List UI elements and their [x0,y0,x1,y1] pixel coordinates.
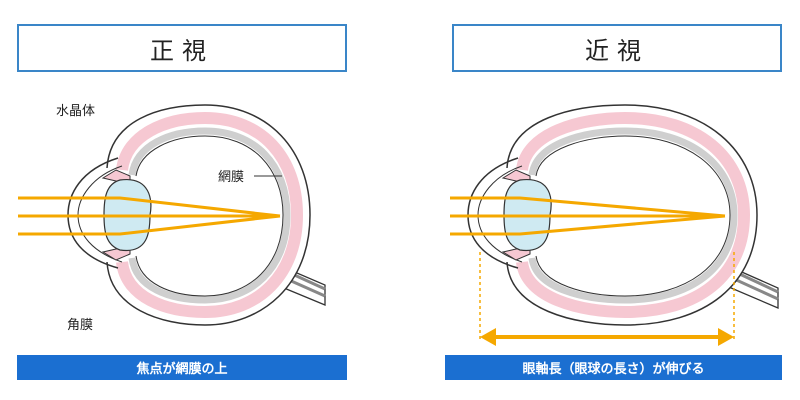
light-rays-left [18,196,281,236]
axial-arrowhead-left [480,328,496,346]
ray-bottom-right [450,214,726,236]
axial-arrowhead-right [718,328,734,346]
choroid-left [116,111,304,319]
ray-top-right [450,196,726,218]
caption-emmetropia: 焦点が網膜の上 [17,355,347,380]
title-myopia: 近視 [452,24,782,72]
title-myopia-text: 近視 [585,36,649,65]
title-emmetropia: 正視 [17,24,347,72]
caption-myopia-text: 眼軸長（眼球の長さ）が伸びる [522,362,705,377]
ray-bottom-left [18,214,281,236]
choroid-right [516,111,751,319]
caption-myopia: 眼軸長（眼球の長さ）が伸びる [445,355,782,380]
eye-myopia [450,104,779,346]
eye-emmetropia [18,104,326,326]
ray-top-left [18,196,281,218]
label-lens: 水晶体 [56,104,96,119]
retina-band-left [128,127,291,304]
label-retina: 網膜 [218,170,245,185]
title-emmetropia-text: 正視 [150,36,214,65]
label-cornea: 角膜 [67,318,94,333]
retina-band-right [528,127,738,304]
light-rays-right [450,196,726,236]
caption-emmetropia-text: 焦点が網膜の上 [136,362,228,377]
